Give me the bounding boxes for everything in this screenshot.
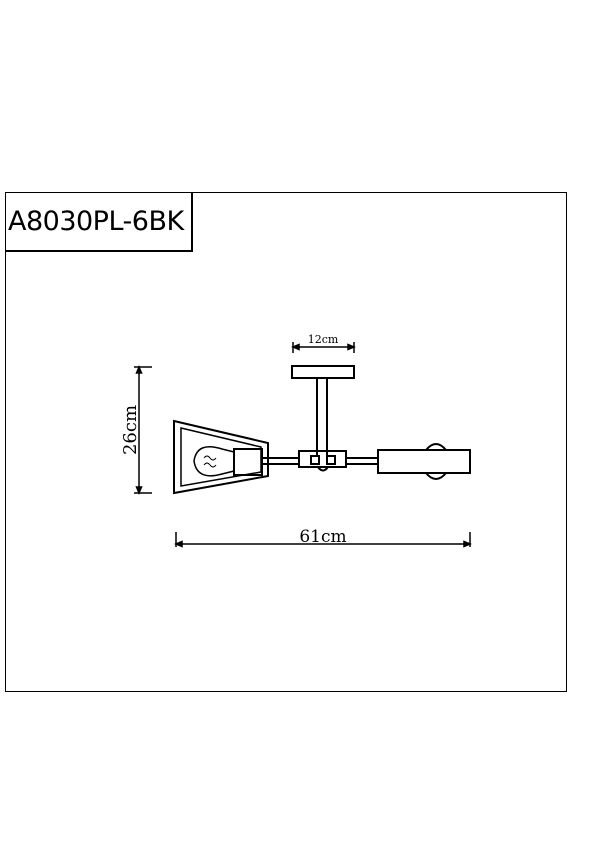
- canopy-width-dimension: [291, 342, 356, 353]
- model-title-box: [5, 192, 193, 252]
- height-label: 26cm: [120, 405, 141, 455]
- bulb-icon: [193, 446, 235, 477]
- right-arm: [346, 457, 378, 465]
- width-dimension: [174, 532, 472, 548]
- canopy-width-label: 12cm: [308, 333, 339, 346]
- model-code: A8030PL-6BK: [8, 206, 184, 237]
- right-shade: [377, 443, 471, 480]
- width-label: 61cm: [299, 527, 346, 547]
- left-socket: [233, 448, 263, 476]
- drawing-frame: [5, 192, 567, 692]
- height-dimension: [134, 365, 152, 495]
- central-hub: [298, 450, 347, 472]
- canopy: [291, 365, 355, 456]
- left-shade: [173, 419, 269, 495]
